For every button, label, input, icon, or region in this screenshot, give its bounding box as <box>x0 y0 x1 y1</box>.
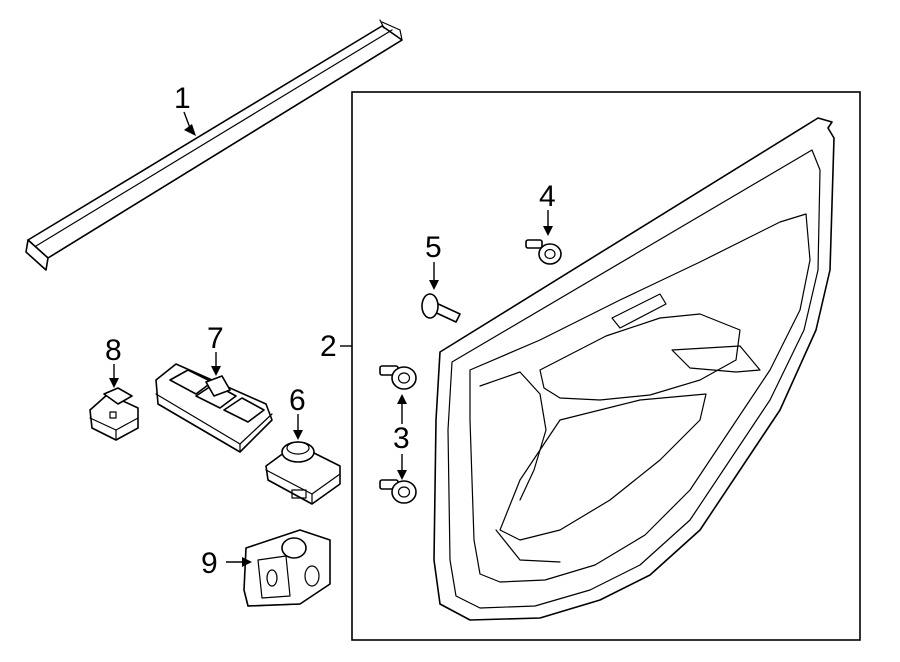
callout-4: 4 <box>539 180 556 213</box>
callout-8: 8 <box>105 334 122 367</box>
callout-1: 1 <box>174 82 191 115</box>
door-trim-panel <box>433 117 835 621</box>
window-master-switch <box>155 363 273 453</box>
trim-clip-middle <box>379 365 417 390</box>
callout-7: 7 <box>207 322 224 355</box>
leader-lines <box>109 111 553 567</box>
weatherstrip-moulding <box>25 19 403 271</box>
callout-5: 5 <box>425 231 442 264</box>
switch-bracket <box>243 529 331 607</box>
mirror-switch <box>265 441 341 505</box>
trim-clip-lower <box>379 479 417 504</box>
callout-3: 3 <box>393 422 410 455</box>
window-switch-single <box>89 387 139 441</box>
callout-2: 2 <box>320 330 337 363</box>
door-trim-group-frame <box>351 91 861 641</box>
trim-clip-upper <box>525 239 562 265</box>
callout-6: 6 <box>289 384 306 417</box>
callout-9: 9 <box>201 547 218 580</box>
trim-fastener-pin <box>421 293 461 323</box>
